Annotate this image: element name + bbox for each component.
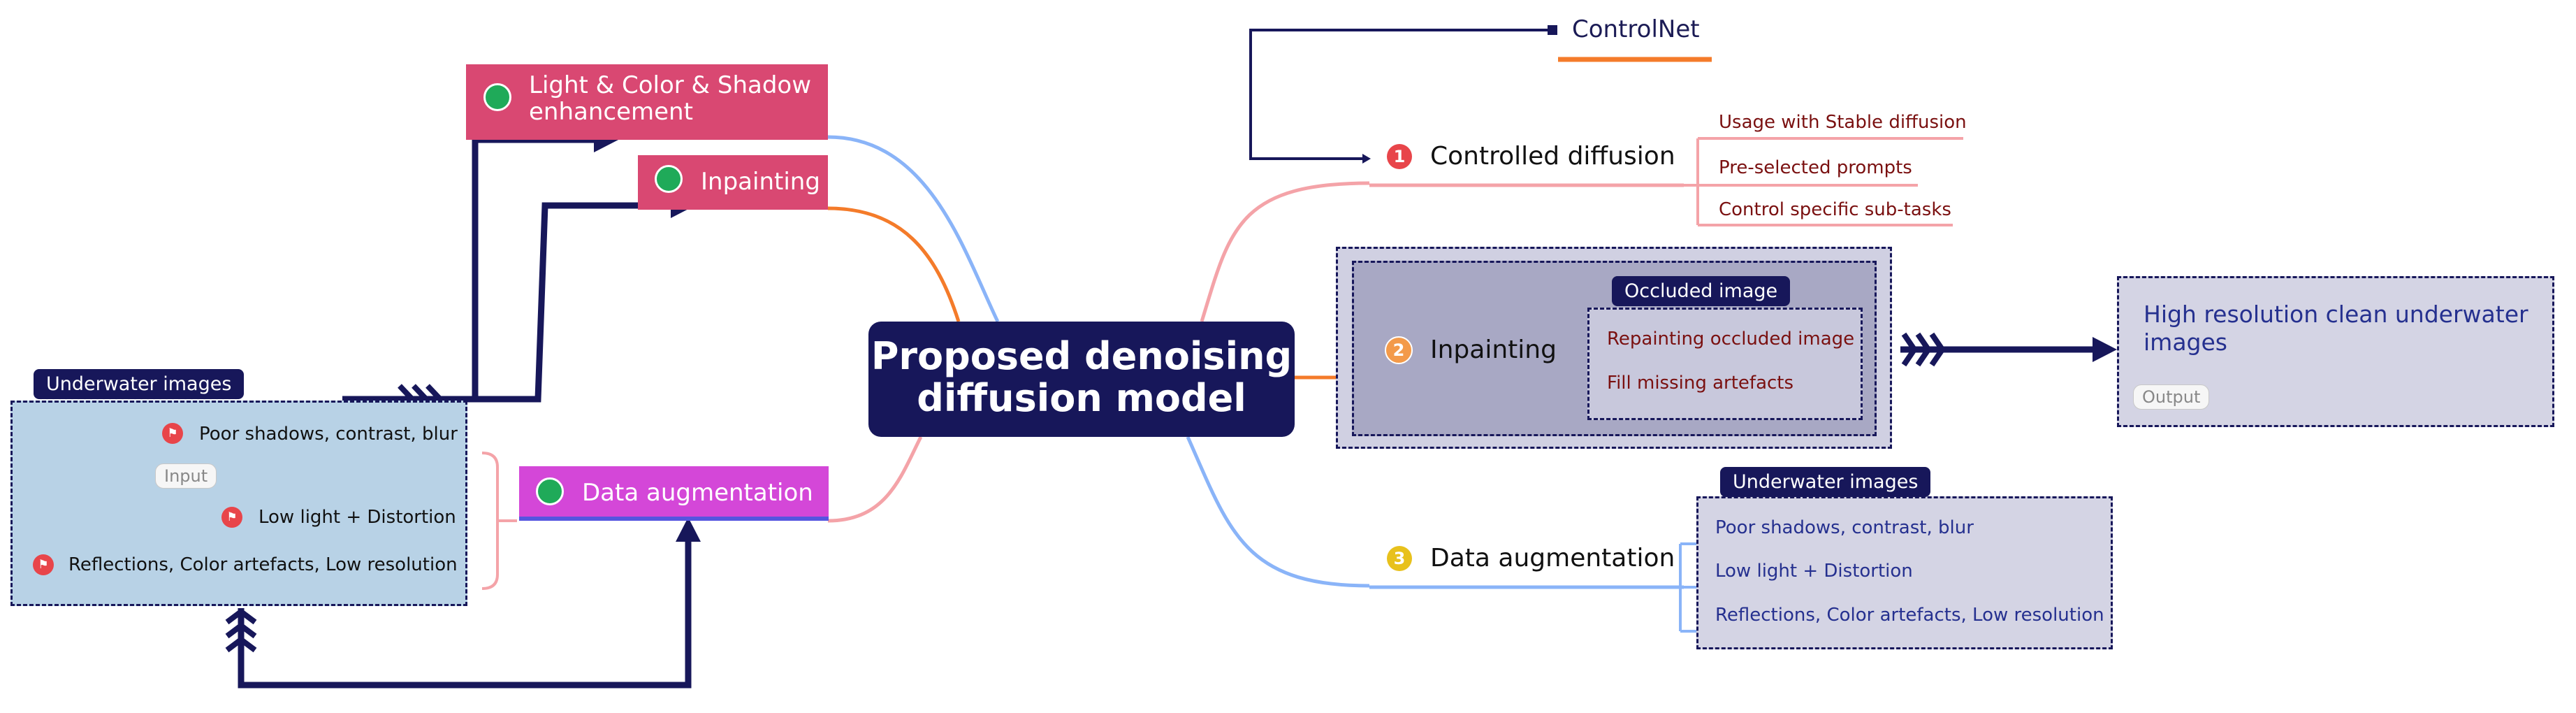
inpainting-item-2: Fill missing artefacts (1607, 373, 1794, 394)
branch-augmentation-label[interactable]: Data augmentation (1430, 544, 1675, 572)
arrow-to-inpainting (475, 202, 681, 403)
output-title-line1: High resolution clean underwater (2144, 301, 2528, 328)
augmentation-items-frame (1696, 496, 2113, 649)
link-augmentation-left (827, 435, 923, 523)
inpainting-items-frame (1587, 308, 1863, 420)
input-pill: Input (155, 463, 217, 489)
branch-inpainting-label[interactable]: Inpainting (1430, 336, 1557, 364)
augmentation-box-label: Data augmentation (582, 479, 813, 507)
controlled-item-2: Pre-selected prompts (1719, 157, 1912, 178)
occluded-image-tag: Occluded image (1612, 276, 1791, 306)
green-status-dot (655, 165, 683, 193)
controlled-item-3: Control specific sub-tasks (1719, 199, 1951, 220)
link-inpainting-left (827, 206, 961, 322)
green-status-dot (483, 83, 511, 111)
link-augmentation-right (1186, 435, 1370, 588)
number-badge-2: 2 (1385, 336, 1413, 364)
flag-icon: ⚑ (162, 423, 183, 444)
light-box-line1: Light & Color & Shadow (529, 71, 812, 99)
arrow-to-augmentation (238, 531, 692, 689)
flag-icon: ⚑ (33, 554, 54, 575)
augmentation-item-1: Poor shadows, contrast, blur (1715, 517, 1974, 538)
link-light (827, 135, 1000, 323)
central-title-line1: Proposed denoising (871, 334, 1293, 378)
augmentation-item-3: Reflections, Color artefacts, Low resolu… (1715, 605, 2104, 626)
number-badge-1: 1 (1387, 144, 1412, 169)
inpainting-box-label: Inpainting (701, 168, 820, 196)
link-controlled (1200, 181, 1370, 322)
output-title-line2: images (2144, 329, 2227, 356)
green-status-dot (536, 477, 564, 505)
input-item-1: Poor shadows, contrast, blur (199, 424, 458, 445)
number-badge-3: 3 (1387, 546, 1412, 571)
central-title-line2: diffusion model (917, 376, 1246, 420)
input-bracket (481, 452, 517, 590)
controlnet-link (1249, 29, 1555, 160)
light-box-line2: enhancement (529, 98, 693, 126)
augmentation-item-2: Low light + Distortion (1715, 561, 1913, 582)
input-item-2: Low light + Distortion (259, 507, 456, 528)
central-node[interactable]: Proposed denoising diffusion model (868, 322, 1295, 437)
branch-controlled-label[interactable]: Controlled diffusion (1430, 142, 1675, 171)
augmentation-bracket (1679, 542, 1698, 633)
output-pill: Output (2133, 384, 2210, 410)
flag-icon: ⚑ (221, 507, 242, 528)
input-box[interactable] (10, 401, 467, 606)
augmentation-tag: Underwater images (1720, 467, 1931, 497)
light-enhancement-box[interactable]: Light & Color & Shadow enhancement (466, 64, 828, 140)
inpainting-box[interactable]: Inpainting (638, 155, 828, 210)
inpainting-item-1: Repainting occluded image (1607, 329, 1855, 350)
augmentation-box[interactable]: Data augmentation (519, 466, 829, 521)
arrow-to-light (342, 136, 604, 403)
controlled-item-1: Usage with Stable diffusion (1719, 112, 1967, 133)
controlled-bracket (1684, 137, 1712, 226)
input-item-3: Reflections, Color artefacts, Low resolu… (68, 554, 458, 575)
controlnet-label[interactable]: ControlNet (1572, 15, 1700, 43)
input-tag: Underwater images (34, 369, 245, 399)
